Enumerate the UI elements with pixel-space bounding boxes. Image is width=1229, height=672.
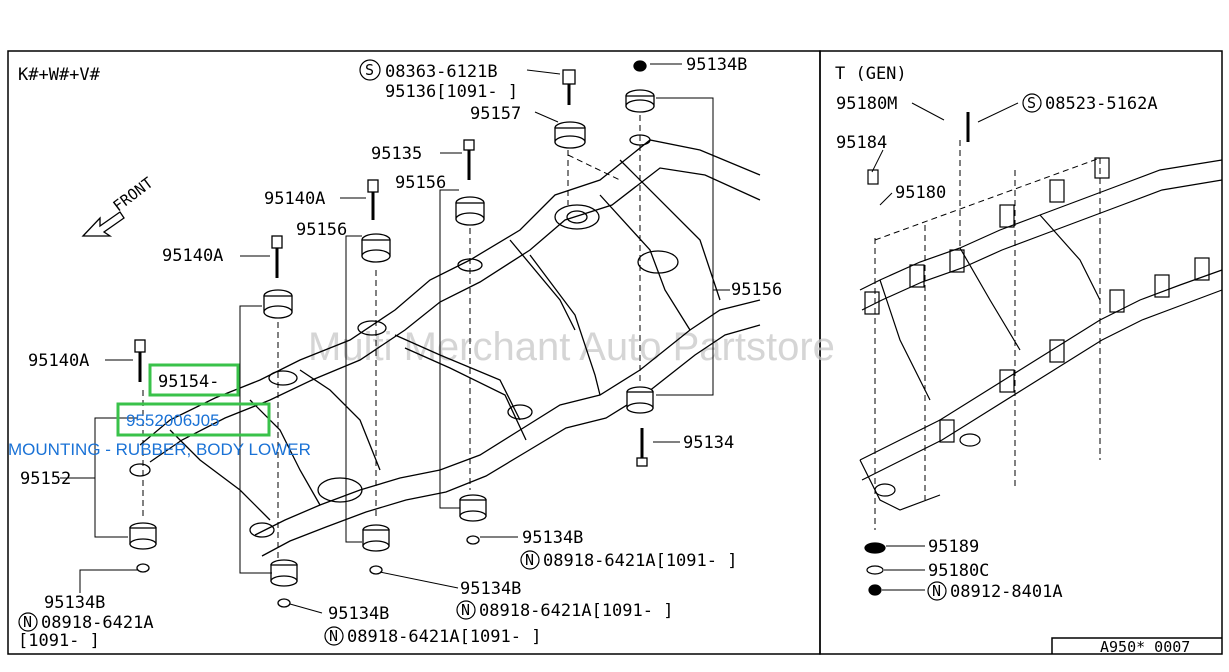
right-panel-title: T (GEN) xyxy=(835,64,907,84)
highlight-box-95154[interactable] xyxy=(148,363,240,397)
label-nut-bot: 08918-6421A[1091- ] xyxy=(347,627,541,647)
label-95157: 95157 xyxy=(470,104,521,124)
label-bracket-left: [1091- ] xyxy=(18,631,100,651)
label-95156-b: 95156 xyxy=(296,220,347,240)
watermark: Multi Merchant Auto Partstore xyxy=(308,325,835,369)
label-95140A-2: 95140A xyxy=(162,246,223,266)
alignment-lines-left xyxy=(142,115,641,560)
label-95134B-bot: 95134B xyxy=(328,604,389,624)
label-95154: 95154- xyxy=(158,372,219,392)
label-nut-low: 08918-6421A[1091- ] xyxy=(479,601,673,621)
label-95156-a: 95156 xyxy=(395,173,446,193)
n-circle-letter: N xyxy=(329,627,338,645)
label-95140A-1: 95140A xyxy=(264,189,325,209)
highlight-description[interactable]: MOUNTING - RUBBER, BODY LOWER xyxy=(8,440,311,459)
frame-drawing-right xyxy=(859,157,1223,511)
s-circle-letter: S xyxy=(365,61,374,79)
diagram-frames xyxy=(7,50,1223,655)
front-arrow-icon xyxy=(81,211,125,237)
label-95134B-left: 95134B xyxy=(44,593,105,613)
n-circle-letter: N xyxy=(461,601,470,619)
highlight-box-part-code[interactable] xyxy=(116,402,271,437)
n-circle-icon xyxy=(927,581,947,601)
label-nut-left: 08918-6421A xyxy=(41,613,154,633)
n-circle-icon xyxy=(18,612,38,632)
label-95134: 95134 xyxy=(683,433,734,453)
label-08363-6121B: 08363-6121B xyxy=(385,62,498,82)
leader-lines-right xyxy=(871,102,1019,591)
label-95136: 95136[1091- ] xyxy=(385,82,518,102)
label-95156-c: 95156 xyxy=(731,280,782,300)
alignment-lines-right xyxy=(874,140,1101,530)
label-95180C: 95180C xyxy=(928,561,989,581)
label-08912-8401A: 08912-8401A xyxy=(950,582,1063,602)
page-code: A950* 0007 xyxy=(1100,638,1190,656)
model-code: K#+W#+V# xyxy=(18,65,101,85)
label-95180: 95180 xyxy=(895,183,946,203)
label-95134B-low: 95134B xyxy=(460,579,521,599)
n-circle-letter: N xyxy=(23,613,32,631)
parts-right xyxy=(860,112,978,596)
n-circle-letter: N xyxy=(932,582,941,600)
label-08523-5162A: 08523-5162A xyxy=(1045,94,1158,114)
leader-lines-left xyxy=(60,63,730,614)
front-label: FRONT xyxy=(110,174,157,216)
s-circle-letter: S xyxy=(1027,94,1036,112)
label-95134B-top: 95134B xyxy=(686,55,747,75)
label-nut-mid: 08918-6421A[1091- ] xyxy=(543,551,737,571)
s-circle-icon xyxy=(1022,93,1042,113)
label-95135: 95135 xyxy=(371,144,422,164)
highlight-part-code[interactable]: 9552006J05 xyxy=(126,411,220,430)
label-95184: 95184 xyxy=(836,133,887,153)
n-circle-icon xyxy=(520,550,540,570)
parts-left xyxy=(129,60,655,608)
n-circle-icon xyxy=(456,600,476,620)
label-95189: 95189 xyxy=(928,537,979,557)
label-95140A-3: 95140A xyxy=(28,351,89,371)
n-circle-icon xyxy=(324,626,344,646)
label-95134B-mid: 95134B xyxy=(522,528,583,548)
s-circle-icon xyxy=(359,59,381,81)
label-95152: 95152 xyxy=(20,469,71,489)
label-95180M: 95180M xyxy=(836,94,897,114)
n-circle-letter: N xyxy=(525,551,534,569)
